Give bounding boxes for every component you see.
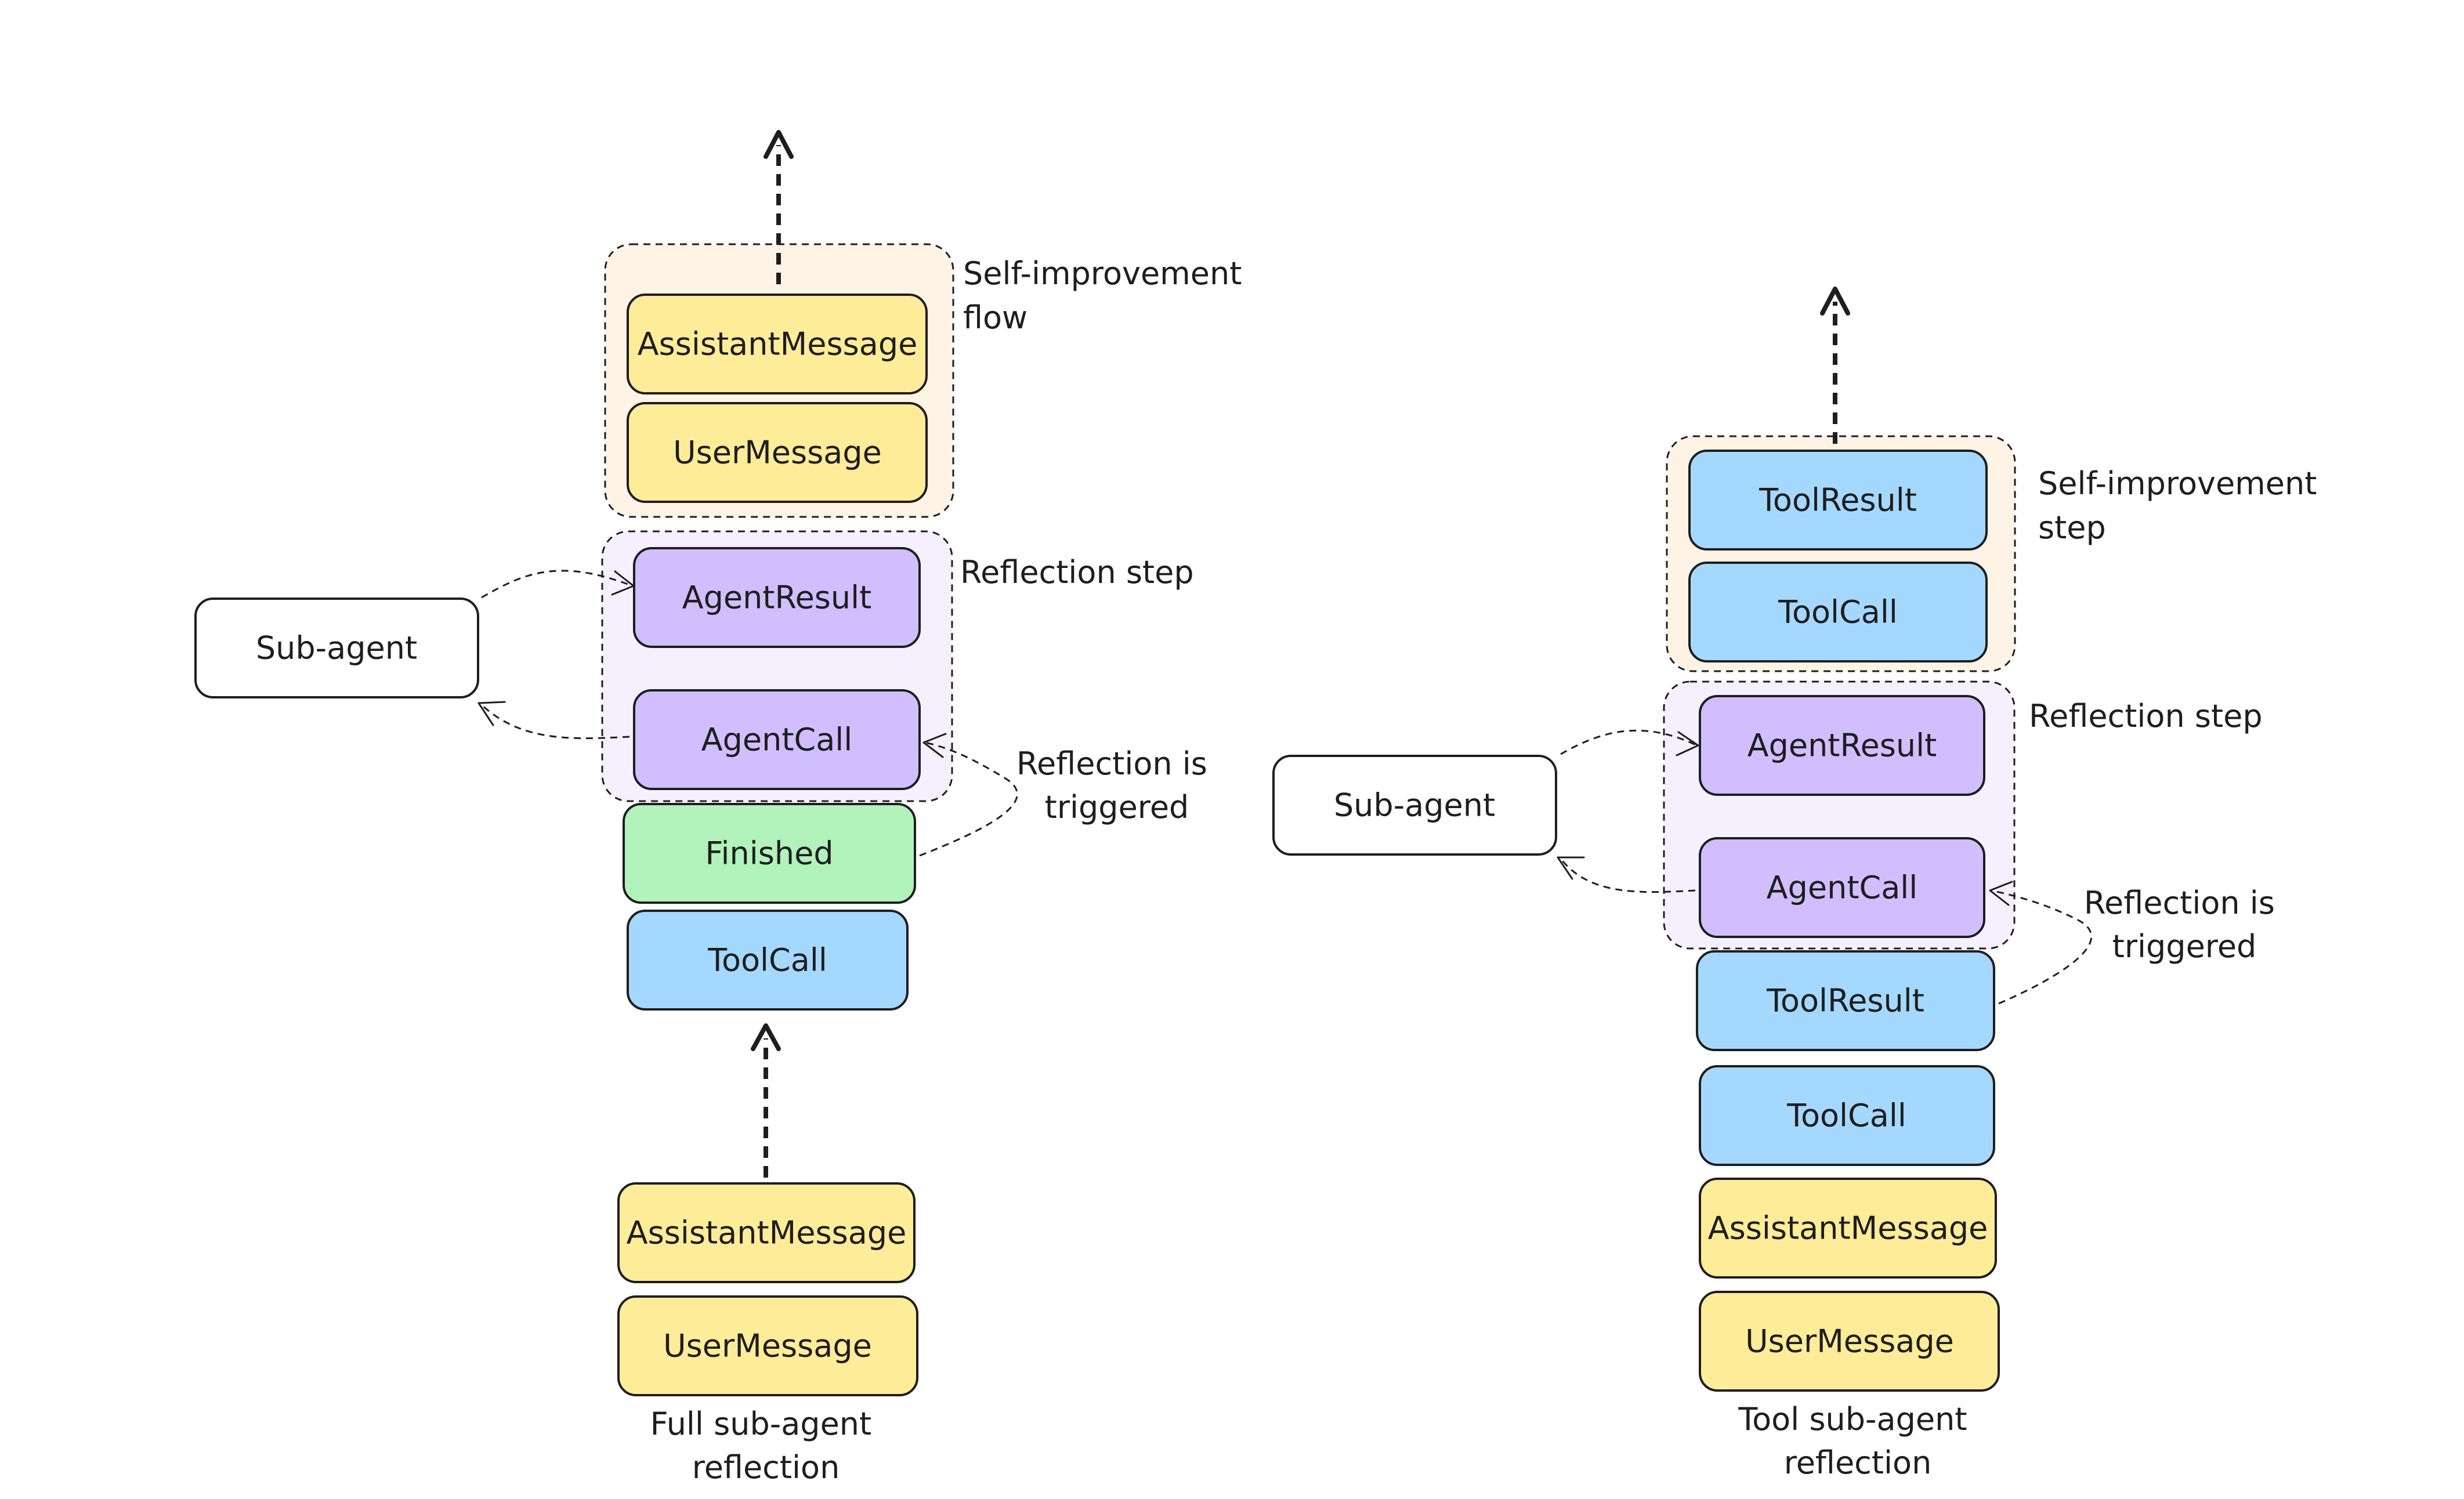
- right-toolresult-to-agentcall-connector: [1991, 889, 2092, 1005]
- right-caption: Tool sub-agent reflection: [1738, 1401, 1977, 1481]
- right-node-sub-agent: Sub-agent: [1272, 755, 1557, 856]
- right-subagent-to-agentresult-arrowhead: [1676, 731, 1699, 756]
- left-reflection-step-label: Reflection step: [960, 554, 1194, 591]
- right-node-user-message: UserMessage: [1699, 1291, 2000, 1392]
- right-node-assistant-message-label: AssistantMessage: [1708, 1210, 1988, 1247]
- right-self-improvement-label: Self-improvement step: [2038, 465, 2327, 546]
- left-diagram: AssistantMessage UserMessage AgentResult…: [194, 130, 1252, 1486]
- left-subagent-to-agentresult-arrowhead: [611, 570, 635, 596]
- right-node-tool-result-top: ToolResult: [1688, 450, 1988, 551]
- right-reflection-step-label: Reflection step: [2029, 698, 2263, 734]
- left-subagent-to-agentresult-connector: [481, 570, 633, 599]
- left-caption-line2: reflection: [692, 1449, 840, 1486]
- right-node-tool-result-top-label: ToolResult: [1759, 482, 1917, 519]
- left-node-finished-label: Finished: [705, 835, 833, 872]
- right-node-tool-call-top: ToolCall: [1688, 562, 1988, 662]
- left-node-user-top-label: UserMessage: [673, 435, 882, 471]
- right-node-agent-result: AgentResult: [1699, 695, 1985, 796]
- right-toolresult-to-agentcall-arrowhead: [1989, 881, 2013, 906]
- left-caption-line1: Full sub-agent: [650, 1406, 872, 1442]
- left-bottom-flow-arrowhead: [751, 1023, 781, 1051]
- left-top-flow-arrowhead: [764, 130, 794, 159]
- left-self-improvement-label-line2: flow: [963, 299, 1027, 336]
- left-node-agent-call: AgentCall: [633, 689, 921, 790]
- right-reflection-triggered-label: Reflection is triggered: [2084, 885, 2285, 965]
- right-subagent-to-agentresult-connector: [1560, 729, 1698, 755]
- right-self-improvement-label-line1: Self-improvement: [2038, 465, 2317, 502]
- left-node-agent-result: AgentResult: [633, 547, 921, 648]
- right-diagram: ToolResult ToolCall AgentResult AgentCal…: [1272, 287, 2327, 1481]
- right-reflection-triggered-line2: triggered: [2112, 928, 2257, 965]
- right-caption-line1: Tool sub-agent: [1738, 1401, 1967, 1438]
- right-reflection-triggered-line1: Reflection is: [2084, 885, 2275, 921]
- left-caption: Full sub-agent reflection: [650, 1406, 882, 1486]
- right-top-flow-arrowhead: [1820, 287, 1850, 316]
- right-node-agent-call: AgentCall: [1699, 837, 1985, 938]
- right-node-assistant-message: AssistantMessage: [1699, 1178, 1997, 1279]
- left-finished-to-agentcall-connector: [919, 741, 1018, 857]
- right-node-sub-agent-label: Sub-agent: [1334, 787, 1495, 824]
- left-node-tool-call-label: ToolCall: [707, 942, 827, 979]
- left-self-improvement-label-line1: Self-improvement: [963, 255, 1242, 292]
- right-node-user-message-label: UserMessage: [1745, 1323, 1954, 1360]
- left-self-improvement-label: Self-improvement flow: [963, 255, 1252, 336]
- left-node-tool-call: ToolCall: [627, 910, 909, 1011]
- right-node-tool-call-bottom: ToolCall: [1699, 1065, 1995, 1166]
- right-node-agent-result-label: AgentResult: [1747, 727, 1937, 764]
- left-node-sub-agent-label: Sub-agent: [256, 630, 417, 667]
- left-node-agent-call-label: AgentCall: [701, 722, 853, 758]
- right-caption-line2: reflection: [1784, 1444, 1932, 1481]
- left-node-sub-agent: Sub-agent: [194, 598, 479, 698]
- left-node-assistant-bottom-label: AssistantMessage: [627, 1215, 907, 1251]
- right-agentcall-to-subagent-arrowhead: [1557, 856, 1585, 880]
- right-node-agent-call-label: AgentCall: [1767, 870, 1918, 906]
- right-node-tool-result-bottom: ToolResult: [1696, 950, 1995, 1051]
- left-reflection-triggered-line1: Reflection is: [1016, 745, 1207, 782]
- left-finished-to-agentcall-arrowhead: [922, 733, 947, 758]
- left-reflection-triggered-line2: triggered: [1045, 789, 1189, 825]
- left-node-assistant-bottom: AssistantMessage: [617, 1182, 916, 1283]
- left-node-user-top: UserMessage: [627, 402, 928, 503]
- left-node-assistant-top-label: AssistantMessage: [638, 326, 918, 363]
- left-node-user-bottom: UserMessage: [617, 1295, 918, 1396]
- right-node-tool-call-bottom-label: ToolCall: [1786, 1098, 1906, 1134]
- left-node-agent-result-label: AgentResult: [682, 580, 872, 616]
- right-self-improvement-label-line2: step: [2038, 509, 2106, 546]
- left-agentcall-to-subagent-arrowhead: [477, 701, 506, 726]
- right-node-tool-call-top-label: ToolCall: [1778, 594, 1898, 631]
- left-node-finished: Finished: [623, 803, 916, 904]
- left-agentcall-to-subagent-connector: [480, 704, 630, 740]
- right-agentcall-to-subagent-connector: [1560, 858, 1696, 893]
- left-node-user-bottom-label: UserMessage: [663, 1328, 872, 1364]
- right-node-tool-result-bottom-label: ToolResult: [1766, 983, 1924, 1019]
- left-node-assistant-top: AssistantMessage: [627, 294, 928, 394]
- left-reflection-triggered-label: Reflection is triggered: [1016, 745, 1217, 825]
